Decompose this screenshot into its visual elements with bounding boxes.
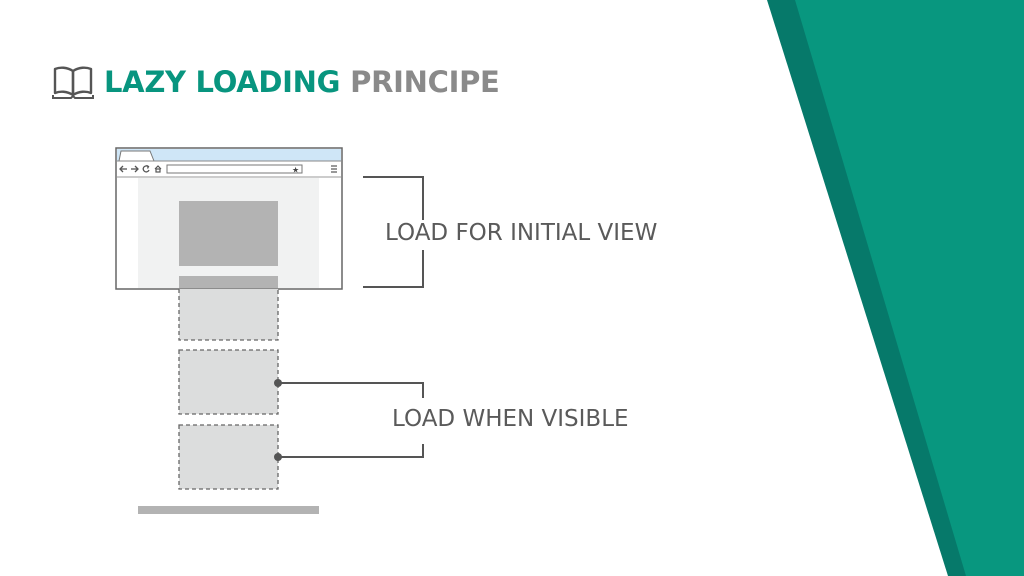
lazy-block-3 (178, 424, 279, 490)
title-rest: PRINCIPE (350, 65, 500, 99)
partially-visible-block (179, 276, 278, 288)
title-highlight: LAZY LOADING (104, 65, 341, 99)
home-icon[interactable] (154, 165, 162, 173)
address-bar[interactable] (166, 164, 303, 174)
initial-view-bracket-bottom (363, 250, 424, 288)
browser-tab (118, 150, 155, 162)
initial-view-bracket (363, 176, 424, 220)
hamburger-menu-icon[interactable] (331, 165, 337, 173)
browser-tab-bar (117, 149, 341, 161)
star-icon[interactable]: ★ (292, 166, 299, 175)
label-when-visible: LOAD WHEN VISIBLE (392, 406, 629, 432)
when-visible-connectors (278, 382, 424, 458)
forward-arrow-icon[interactable] (131, 165, 139, 173)
connector-dot-1 (274, 379, 282, 387)
label-initial-view: LOAD FOR INITIAL VIEW (385, 220, 658, 246)
connector-dot-2 (274, 453, 282, 461)
teal-band-light (795, 0, 1024, 576)
reload-icon[interactable] (142, 164, 150, 173)
lazy-content-blocks (178, 289, 279, 490)
page-bottom-bar (138, 506, 319, 514)
slide-title: LAZY LOADING PRINCIPE (52, 62, 500, 102)
browser-window: ★ (115, 147, 343, 290)
loaded-content-block (179, 201, 278, 266)
lazy-block-1 (178, 289, 279, 341)
back-arrow-icon[interactable] (119, 165, 127, 173)
lazy-block-2 (178, 349, 279, 415)
open-book-icon (52, 65, 94, 99)
